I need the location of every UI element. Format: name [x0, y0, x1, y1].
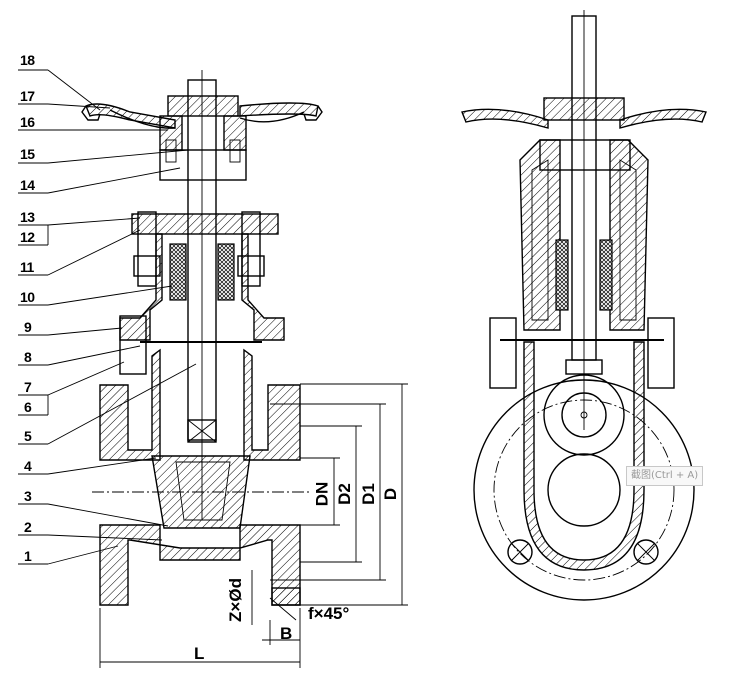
dim-label-d: D — [381, 487, 401, 501]
part-number-4: 4 — [24, 458, 32, 474]
dim-label-dn: DN — [312, 481, 332, 507]
part-number-3: 3 — [24, 488, 32, 504]
dim-label-l: L — [194, 644, 205, 663]
dim-label-z-x-od: Z×Ød — [225, 578, 245, 622]
dimension-lines — [99, 383, 408, 668]
dim-label-chamfer: f×45° — [308, 604, 350, 623]
part-number-9: 9 — [24, 319, 32, 335]
part-number-13: 13 — [20, 209, 35, 225]
part-number-16: 16 — [20, 114, 35, 130]
dim-label-d2: D2 — [334, 483, 354, 505]
part-number-8: 8 — [24, 349, 32, 365]
bonnet — [119, 233, 163, 341]
part-number-5: 5 — [24, 428, 32, 444]
dim-label-d1: D1 — [358, 483, 378, 505]
part-number-17: 17 — [20, 88, 35, 104]
screenshot-tooltip: 截图(Ctrl + A) — [626, 466, 704, 486]
valve-body — [99, 348, 161, 461]
part-number-14: 14 — [20, 177, 35, 193]
part-number-11: 11 — [20, 259, 34, 275]
side-view — [461, 10, 707, 601]
body-section — [523, 341, 645, 571]
part-number-6: 6 — [24, 399, 32, 415]
part-number-2: 2 — [24, 519, 32, 535]
packing — [169, 243, 187, 301]
section-view — [81, 70, 323, 606]
leader-lines — [18, 69, 197, 565]
part-number-1: 1 — [24, 548, 32, 564]
part-number-12: 12 — [20, 229, 35, 245]
part-number-7: 7 — [24, 379, 32, 395]
dim-label-b: B — [280, 624, 293, 643]
part-number-15: 15 — [20, 146, 35, 162]
part-number-18: 18 — [20, 52, 35, 68]
part-number-10: 10 — [20, 289, 35, 305]
